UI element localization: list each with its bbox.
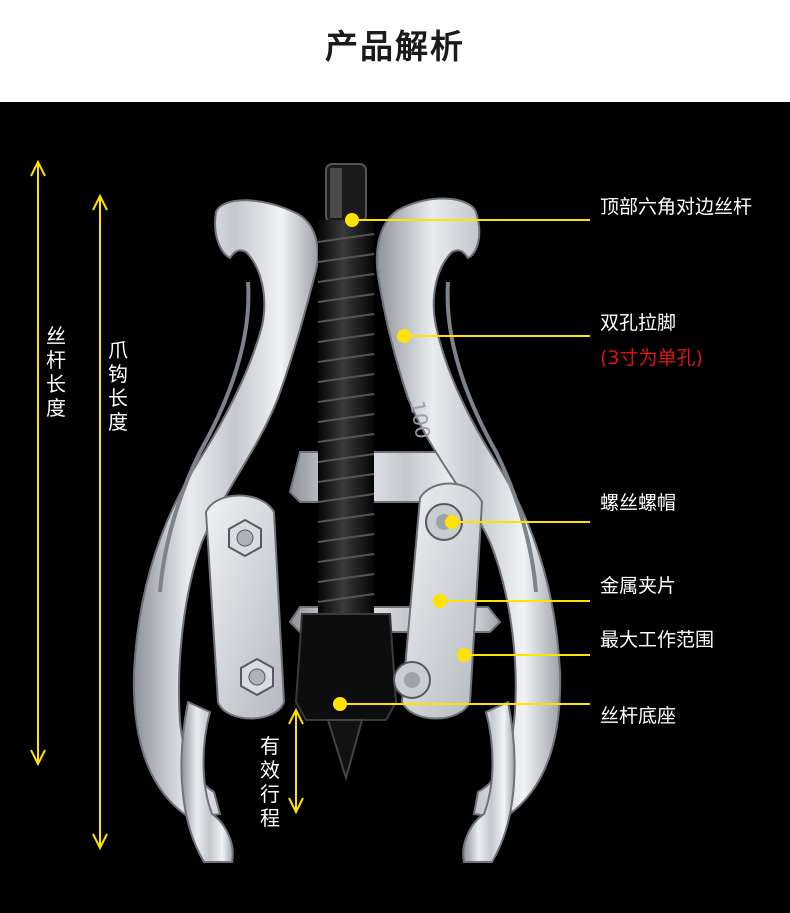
right-lower-bolt: [393, 661, 431, 699]
callout-legs: 双孔拉脚: [600, 312, 677, 334]
product-diagram: 100: [0, 102, 790, 913]
screw-thread: [318, 220, 374, 640]
left-lower-claw: [180, 700, 234, 863]
left-lower-nut: [240, 657, 274, 697]
screw-tip: [326, 719, 364, 782]
claw-length-label: 爪钩长度: [108, 338, 128, 434]
screw-base-block: [294, 613, 398, 721]
callout-top-hex: 顶部六角对边丝杆: [600, 196, 753, 218]
callout-range: 最大工作范围: [600, 629, 715, 651]
right-lower-claw: [462, 700, 516, 863]
gear-puller-illustration: 100: [30, 159, 590, 863]
left-claw-arm-groove: [158, 281, 251, 593]
callout-base: 丝杆底座: [600, 705, 677, 727]
callout-legs-note: (3寸为单孔): [600, 347, 703, 369]
left-upper-nut: [228, 518, 262, 558]
left-claw-arm: [132, 199, 319, 820]
page-title: 产品解析: [325, 27, 465, 66]
stroke-label: 有效行程: [260, 734, 280, 830]
callout-nut: 螺丝螺帽: [600, 492, 677, 514]
callout-plate: 金属夹片: [600, 575, 677, 597]
header: 产品解析: [0, 0, 790, 102]
screw-length-label: 丝杆长度: [46, 324, 66, 420]
arm-engraving: 100: [405, 399, 435, 441]
right-claw-arm: [375, 197, 562, 820]
